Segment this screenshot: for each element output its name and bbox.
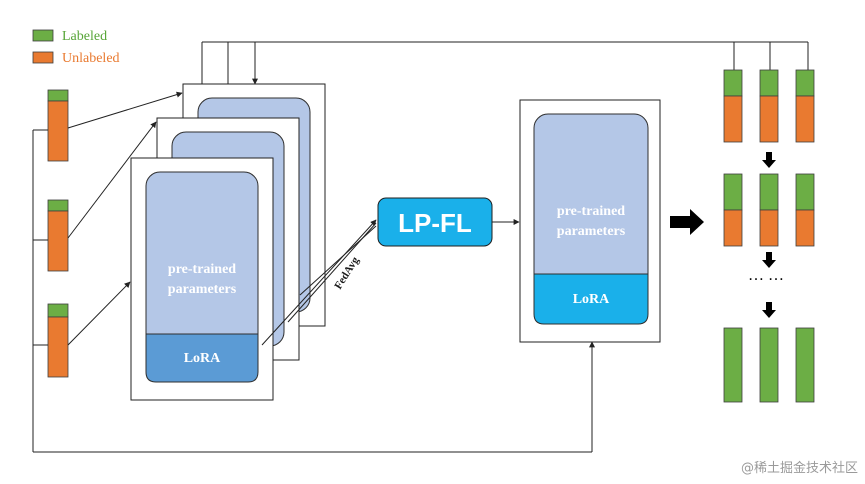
down-arrow-3 (762, 302, 776, 318)
down-arrow-1 (762, 152, 776, 168)
server-lora-label: LoRA (573, 292, 610, 307)
client-pretrained-label-line1: pre-trained (168, 262, 236, 277)
progression-ellipsis: … … (748, 267, 784, 284)
legend-labeled-text: Labeled (62, 29, 107, 44)
client-lora-label: LoRA (184, 351, 221, 366)
server-pretrained-label-line1: pre-trained (557, 204, 625, 219)
legend-unlabeled-text: Unlabeled (62, 51, 120, 66)
legend-unlabeled-swatch (32, 51, 54, 64)
watermark: @稀土掘金技术社区 (741, 460, 858, 476)
client-pretrained-label-line2: parameters (168, 282, 237, 297)
progression-row-2 (723, 173, 815, 247)
client-data-bar-1 (47, 89, 69, 162)
lp-fl-label: LP-FL (398, 208, 472, 238)
client-data-bars (47, 89, 69, 378)
server-pretrained-label-line2: parameters (557, 224, 626, 239)
server-model: pre-trained parameters LoRA (519, 99, 661, 343)
server-lora-block (533, 273, 649, 325)
client-lora-block (145, 333, 259, 383)
client-data-bar-3 (47, 303, 69, 378)
big-right-arrow (670, 209, 704, 235)
legend-labeled-swatch (32, 29, 54, 42)
lp-fl-box: LP-FL (377, 197, 493, 247)
down-arrow-2 (762, 252, 776, 268)
progression-row-3 (723, 327, 815, 403)
client-connectors (32, 41, 809, 453)
label-progression: … … (723, 69, 815, 403)
fedavg-label: FedAvg (332, 254, 361, 291)
client-data-bar-2 (47, 199, 69, 272)
client-model-1: pre-trained parameters LoRA (130, 157, 274, 401)
progression-row-1 (723, 69, 815, 143)
legend: Labeled Unlabeled (32, 29, 120, 66)
